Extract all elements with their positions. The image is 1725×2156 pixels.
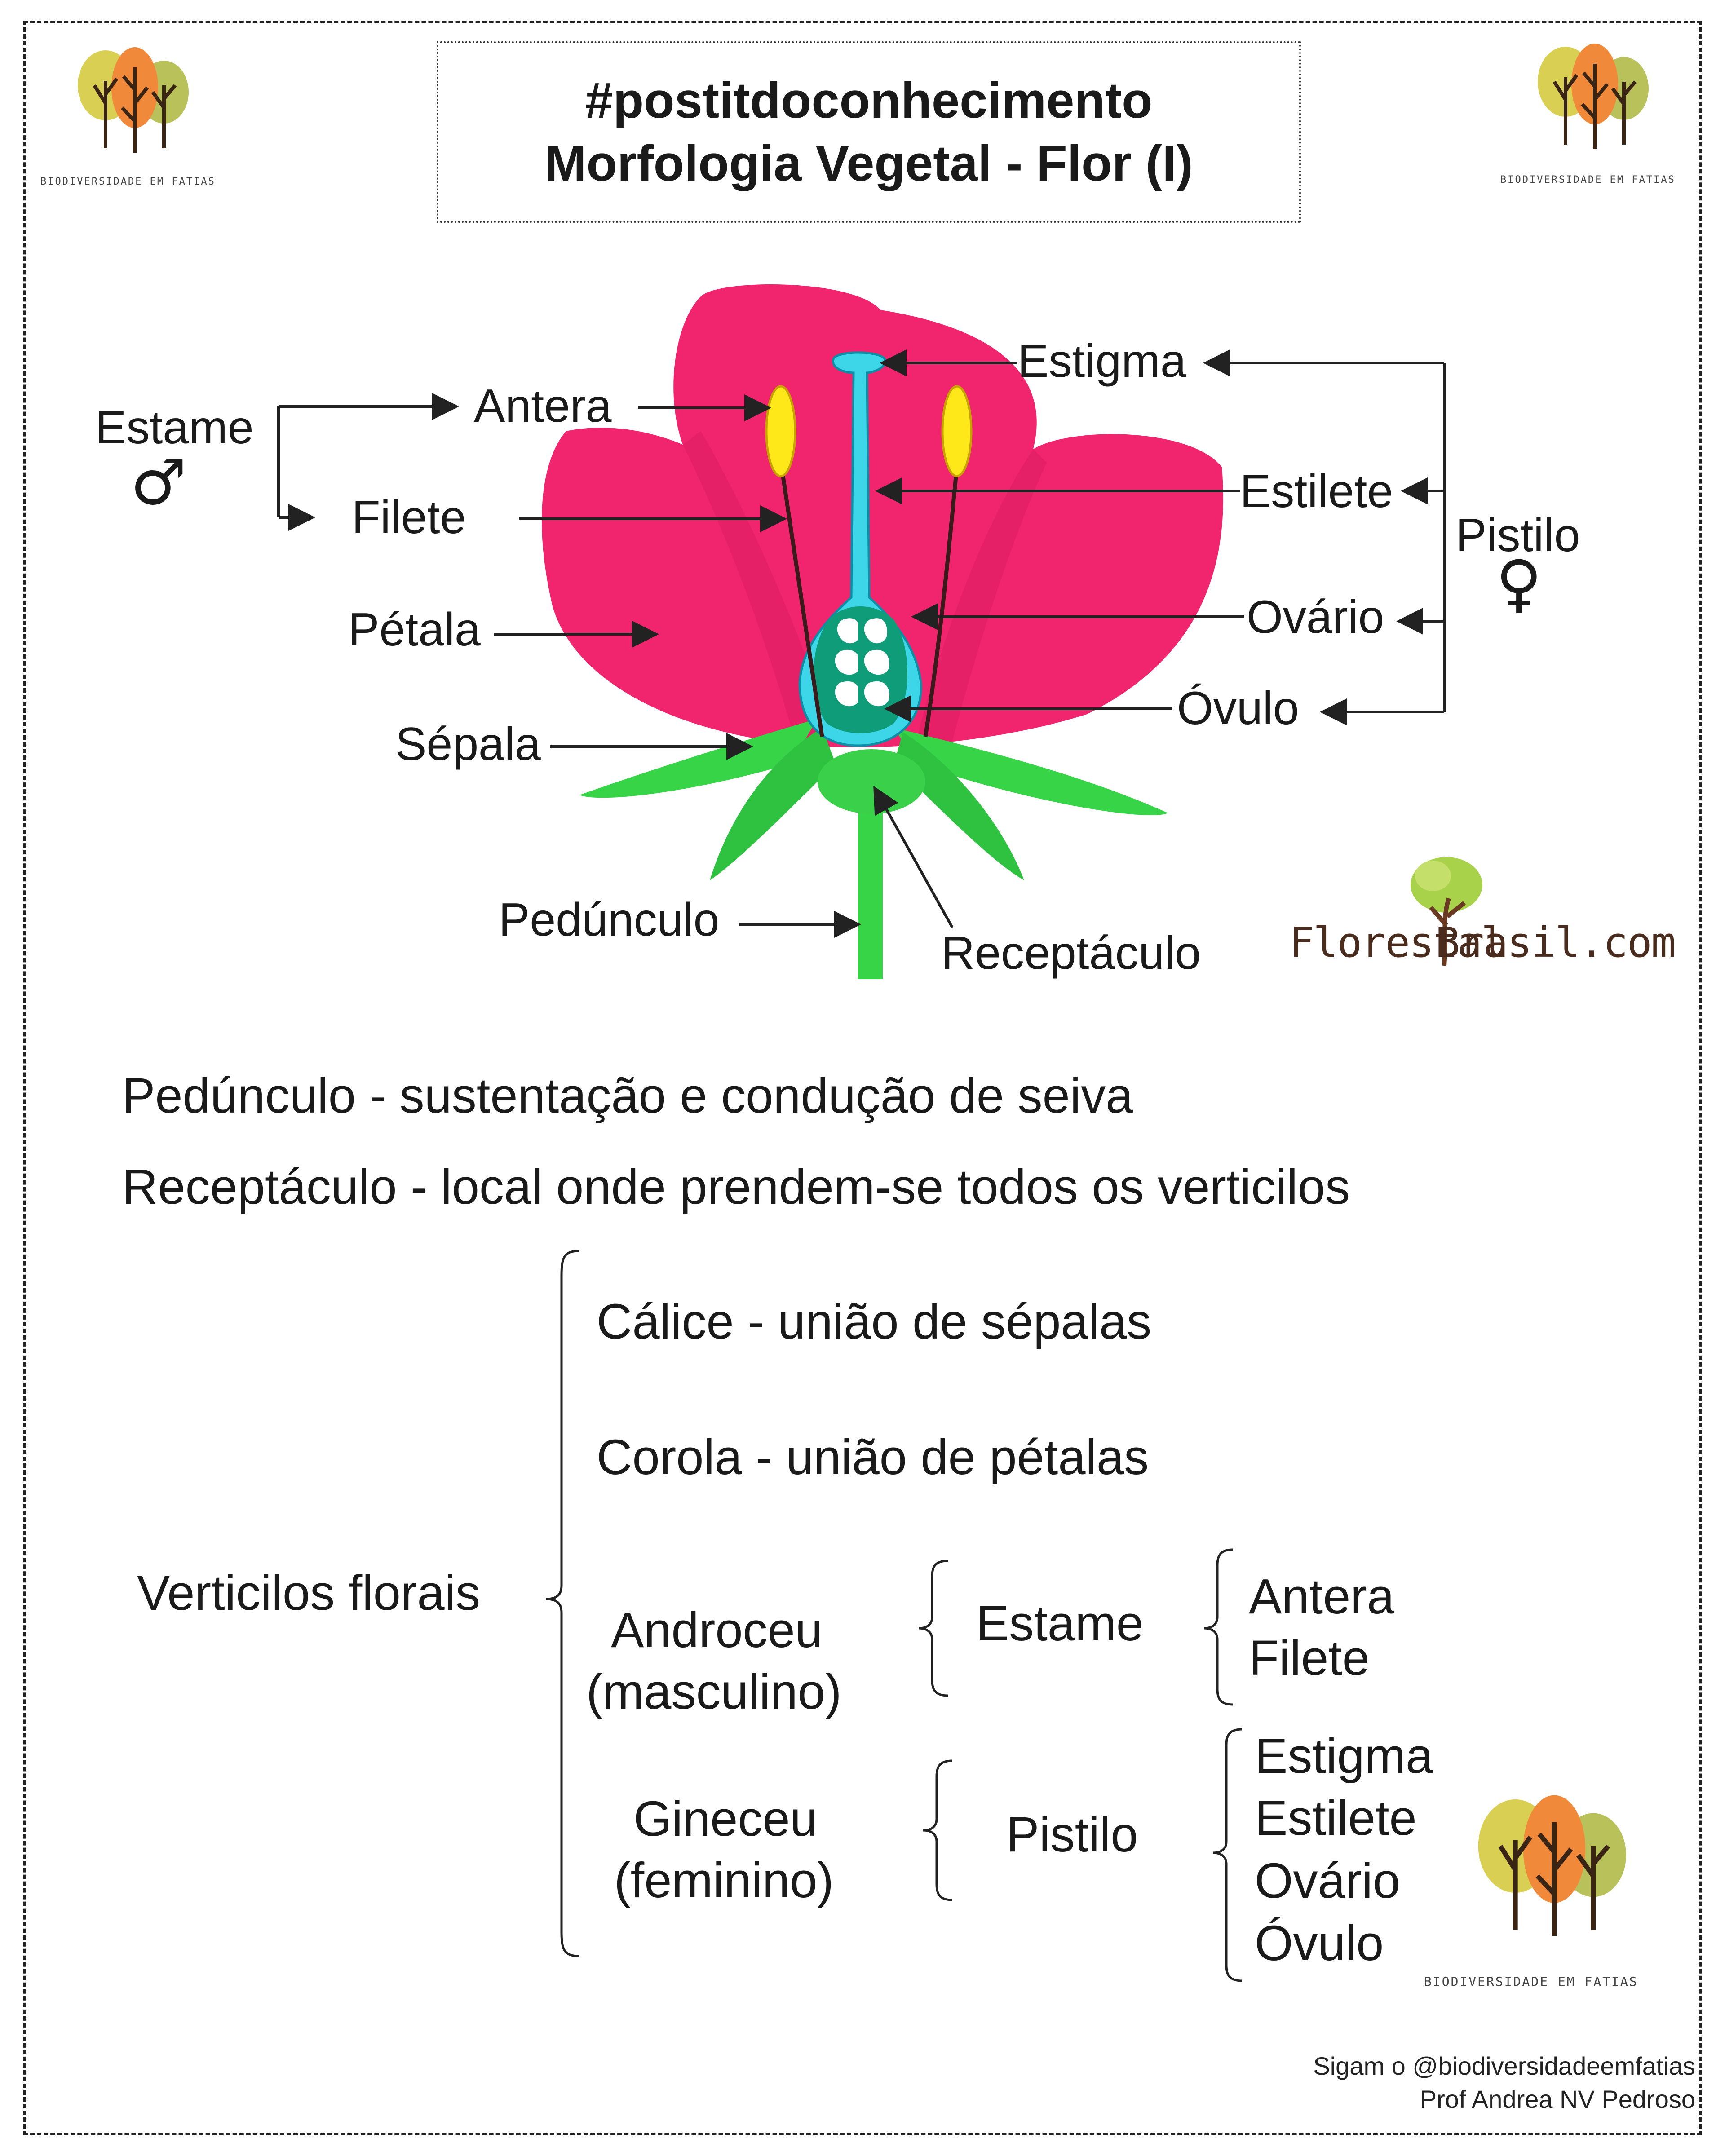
petals xyxy=(542,284,1223,747)
label-antera: Antera xyxy=(474,380,612,432)
page-border xyxy=(23,21,1702,2135)
label-estilete: Estilete xyxy=(1240,465,1393,517)
gineceu-part-ovario: Ovário xyxy=(1255,1853,1400,1909)
label-estigma: Estigma xyxy=(1017,335,1186,387)
label-sepala: Sépala xyxy=(395,718,541,770)
label-estame: Estame xyxy=(95,402,254,454)
label-ovario: Ovário xyxy=(1247,591,1384,643)
pistil-shape xyxy=(798,351,922,747)
tree-logo-top-left xyxy=(78,47,189,153)
gineceu-part-ovulo: Óvulo xyxy=(1255,1916,1384,1971)
flower-diagram xyxy=(277,284,1446,979)
logo-caption-bottom-right: BIODIVERSIDADE EM FATIAS xyxy=(1424,1974,1638,1989)
label-pedunculo: Pedúnculo xyxy=(499,894,720,946)
gineceu-sub: (feminino) xyxy=(614,1853,834,1908)
hashtag-title: #postitdoconhecimento xyxy=(585,72,1153,128)
florestal-brasil-right: Brasil.com xyxy=(1435,919,1676,967)
description-receptaculo: Receptáculo - local onde prendem-se todo… xyxy=(122,1159,1350,1215)
receptacle-shape xyxy=(818,749,925,814)
female-symbol: ♀ xyxy=(1496,547,1542,620)
florestal-brasil-left: Florestal xyxy=(1289,919,1506,967)
logo-caption-top-right: BIODIVERSIDADE EM FATIAS xyxy=(1500,174,1676,186)
calice-line: Cálice - união de sépalas xyxy=(597,1294,1152,1349)
label-receptaculo: Receptáculo xyxy=(941,927,1201,979)
credits-author: Prof Andrea NV Pedroso xyxy=(1420,2085,1695,2113)
description-pedunculo: Pedúnculo - sustentação e condução de se… xyxy=(122,1068,1133,1123)
peduncle-stalk xyxy=(858,800,883,979)
florestal-tree-icon xyxy=(1411,857,1482,966)
label-petala: Pétala xyxy=(348,604,481,656)
androceu-part-antera: Antera xyxy=(1249,1569,1395,1624)
tree-logo-top-right xyxy=(1538,44,1649,149)
gineceu-part-estigma: Estigma xyxy=(1255,1728,1433,1784)
corola-line: Corola - união de pétalas xyxy=(597,1430,1149,1485)
gineceu-part-estilete: Estilete xyxy=(1255,1790,1417,1846)
page-title: Morfologia Vegetal - Flor (I) xyxy=(544,135,1193,191)
gineceu-name: Gineceu xyxy=(633,1791,818,1847)
androceu-name: Androceu xyxy=(611,1603,823,1658)
logo-caption-top-left: BIODIVERSIDADE EM FATIAS xyxy=(40,176,216,187)
stamens xyxy=(765,385,973,737)
label-pistilo: Pistilo xyxy=(1455,509,1580,561)
verticilos-root: Verticilos florais xyxy=(137,1565,481,1621)
androceu-part-filete: Filete xyxy=(1249,1630,1370,1686)
label-filete: Filete xyxy=(352,491,466,543)
tree-logo-bottom-right xyxy=(1478,1795,1626,1936)
label-ovulo: Óvulo xyxy=(1177,682,1299,734)
male-symbol: ♂ xyxy=(130,446,187,519)
androceu-organ: Estame xyxy=(976,1596,1144,1651)
title-box: #postitdoconhecimento Morfologia Vegetal… xyxy=(437,41,1301,223)
androceu-sub: (masculino) xyxy=(586,1664,842,1719)
verticilos-braces xyxy=(545,1250,1243,1982)
gineceu-organ: Pistilo xyxy=(1006,1807,1138,1862)
credits-follow: Sigam o @biodiversidadeemfatias xyxy=(1313,2052,1695,2080)
